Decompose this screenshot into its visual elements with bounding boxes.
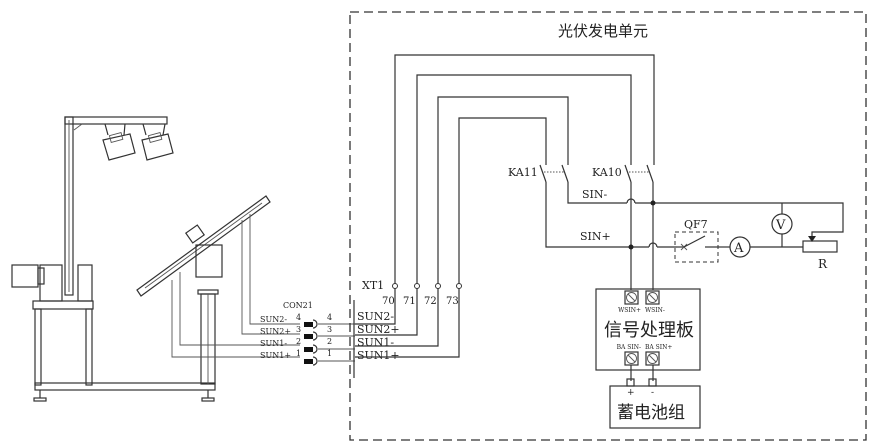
svg-text:信号处理板: 信号处理板 [604,320,694,341]
svg-text:SUN2+: SUN2+ [260,327,291,336]
svg-text:SUN1-: SUN1- [260,339,287,348]
svg-text:72: 72 [424,296,437,307]
svg-text:SUN2-: SUN2- [357,310,394,323]
svg-text:+: + [627,388,635,398]
panel-wires [171,214,300,358]
svg-text:2: 2 [296,337,301,346]
svg-text:SUN1-: SUN1- [357,336,394,349]
svg-text:4: 4 [327,313,332,322]
connector-pin: SUN1+ 1 1 [260,349,332,366]
lamp-icon [102,123,136,161]
lamp-icon [141,123,174,161]
connector-pin: SUN2- 4 4 [260,313,332,329]
svg-text:1: 1 [296,349,301,358]
svg-text:QF7: QF7 [684,218,708,231]
relay-ka11: KA11 [508,164,569,183]
svg-text:A: A [733,241,744,256]
connector-name: CON21 [283,301,313,310]
rheostat-r: R [802,240,838,271]
svg-text:SUN1+: SUN1+ [260,351,291,360]
svg-text:V: V [775,218,786,233]
svg-text:4: 4 [296,313,301,322]
pv-unit-boundary [349,11,867,441]
svg-text:SUN2+: SUN2+ [357,323,400,336]
svg-text:3: 3 [296,325,301,334]
svg-text:70: 70 [382,296,395,307]
circuit-wires [545,182,844,290]
svg-text:WSIN+: WSIN+ [618,307,641,314]
svg-text:BA SIN-: BA SIN- [617,344,641,351]
signal-processing-board: WSIN+ WSIN- BA SIN- BA SIN+ 信号处理板 [595,288,701,371]
svg-text:BA SIN+: BA SIN+ [645,344,672,351]
connector-con21: SUN2- 4 4 SUN2+ 3 3 SUN1- 2 2 SUN1+ 1 1 [260,313,355,366]
svg-text:KA11: KA11 [508,166,538,179]
xt1-labels: SUN2- SUN2+ SUN1- SUN1+ 70 71 72 73 [357,296,459,362]
relay-ka10: KA10 [592,164,654,183]
battery-pack: + - 蓄电池组 [609,385,701,429]
svg-text:SUN2-: SUN2- [260,315,287,324]
field-wires [355,54,655,358]
svg-text:蓄电池组: 蓄电池组 [617,403,685,423]
svg-text:-: - [651,388,654,398]
svg-text:3: 3 [327,325,332,334]
svg-text:WSIN-: WSIN- [645,307,665,314]
svg-text:73: 73 [446,296,459,307]
sin-minus-label: SIN- [582,188,608,201]
pv-equipment-drawing [11,116,271,402]
unit-title: 光伏发电单元 [558,22,648,40]
connector-pin: SUN2+ 3 3 [260,325,332,341]
connector-pin: SUN1- 2 2 [260,337,332,354]
sin-plus-label: SIN+ [580,230,611,243]
breaker-qf7: QF7 [674,218,719,263]
terminal-block-name: XT1 [362,279,384,292]
svg-text:2: 2 [327,337,332,346]
svg-text:71: 71 [403,296,416,307]
svg-text:R: R [818,257,828,271]
voltmeter-icon: V [771,213,793,235]
svg-text:KA10: KA10 [592,166,622,179]
ammeter-icon: A [729,236,751,258]
svg-text:1: 1 [327,349,332,358]
svg-text:SUN1+: SUN1+ [357,349,400,362]
